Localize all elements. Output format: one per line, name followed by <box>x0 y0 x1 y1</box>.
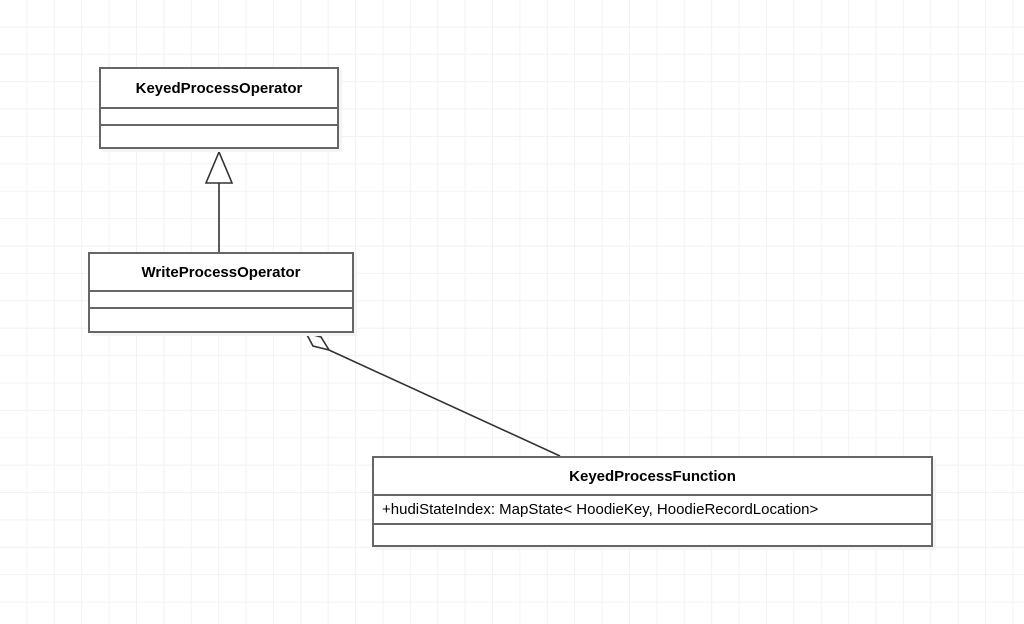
operations-compartment-write-process-operator <box>90 309 352 331</box>
uml-class-keyed-process-operator[interactable]: KeyedProcessOperator <box>99 67 339 149</box>
attributes-compartment-write-process-operator <box>90 292 352 309</box>
attribute-hudi-state-index: +hudiStateIndex: MapState< HoodieKey, Ho… <box>374 496 931 525</box>
generalization-connector[interactable] <box>204 149 234 252</box>
hollow-diamond-icon <box>304 331 331 352</box>
hollow-triangle-icon <box>204 149 234 184</box>
attributes-compartment-keyed-process-operator <box>101 109 337 126</box>
uml-class-keyed-process-function[interactable]: KeyedProcessFunction +hudiStateIndex: Ma… <box>372 456 933 547</box>
aggregation-connector[interactable] <box>304 331 561 457</box>
operations-compartment-keyed-process-function <box>374 525 931 545</box>
class-name-write-process-operator: WriteProcessOperator <box>90 254 352 292</box>
uml-class-write-process-operator[interactable]: WriteProcessOperator <box>88 252 354 333</box>
operations-compartment-keyed-process-operator <box>101 126 337 147</box>
class-name-keyed-process-operator: KeyedProcessOperator <box>101 69 337 109</box>
aggregation-line <box>328 349 561 457</box>
class-name-keyed-process-function: KeyedProcessFunction <box>374 458 931 496</box>
